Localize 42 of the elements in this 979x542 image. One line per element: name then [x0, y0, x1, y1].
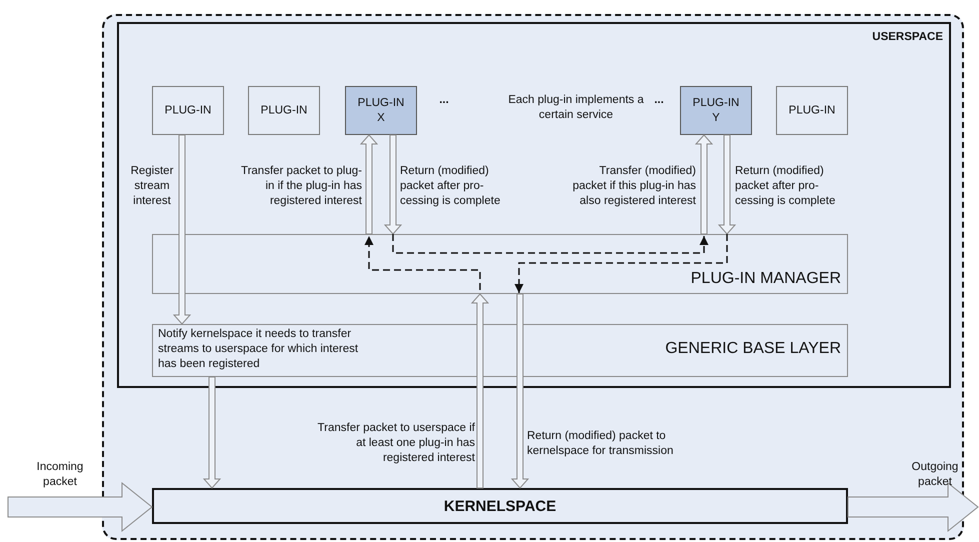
layer-box: [152, 324, 848, 377]
hollow-arrow: [470, 293, 490, 488]
note-text: Each plug-in implements a certain service: [507, 93, 645, 123]
layer-title: PLUG-IN MANAGER: [690, 270, 841, 288]
hollow-arrow: [718, 134, 736, 235]
plug-in-box: [680, 86, 752, 135]
box-label: PLUG-IN X: [356, 96, 406, 126]
hollow-arrow: [172, 134, 192, 325]
box-label: PLUG-IN: [164, 103, 212, 118]
block-arrow: [848, 482, 979, 532]
kernelspace-region: [102, 14, 964, 540]
block-arrow: [8, 482, 153, 532]
hollow-arrow: [694, 134, 714, 234]
userspace-panel: [117, 22, 951, 388]
layer-title: GENERIC BASE LAYER: [665, 340, 841, 358]
edge-label: Transfer (modified) packet if this plug-in has also registered interest: [572, 164, 696, 209]
layer-title: USERSPACE: [872, 30, 943, 45]
edge-label: Transfer packet to plug-in if the plug-in has registered interest: [240, 164, 362, 209]
plug-in-box: [152, 86, 224, 135]
ellipsis-text: ...: [653, 93, 665, 108]
box-label: PLUG-IN: [260, 103, 308, 118]
hollow-arrow: [384, 134, 402, 235]
plug-in-box: [776, 86, 848, 135]
edge-label: Return (modified) packet after pro-cessing is complete: [735, 164, 836, 209]
layer-box: [152, 234, 848, 294]
hollow-arrow: [360, 134, 378, 234]
box-label: PLUG-IN: [788, 103, 836, 118]
layer-title: KERNELSPACE: [442, 498, 558, 516]
note-text: Notify kernelspace it needs to transfer streams to userspace for which interest has been registered: [158, 327, 360, 372]
hollow-arrow: [510, 294, 530, 489]
box-label: PLUG-IN Y: [692, 96, 740, 126]
edge-label: Return (modified) packet after pro-cessing is complete: [400, 164, 502, 209]
kernelspace-box: [152, 488, 848, 524]
edge-label: Outgoing packet: [910, 460, 960, 490]
edge-label: Register stream interest: [130, 164, 174, 209]
edge-label: Incoming packet: [36, 460, 84, 490]
hollow-arrow: [202, 376, 222, 489]
plug-in-box: [248, 86, 320, 135]
ellipsis-text: ...: [438, 93, 450, 108]
plug-in-box: [345, 86, 417, 135]
edge-label: Transfer packet to userspace if at least one plug-in has registered interest: [317, 421, 475, 466]
edge-label: Return (modified) packet to kernelspace for transmission: [527, 429, 674, 459]
